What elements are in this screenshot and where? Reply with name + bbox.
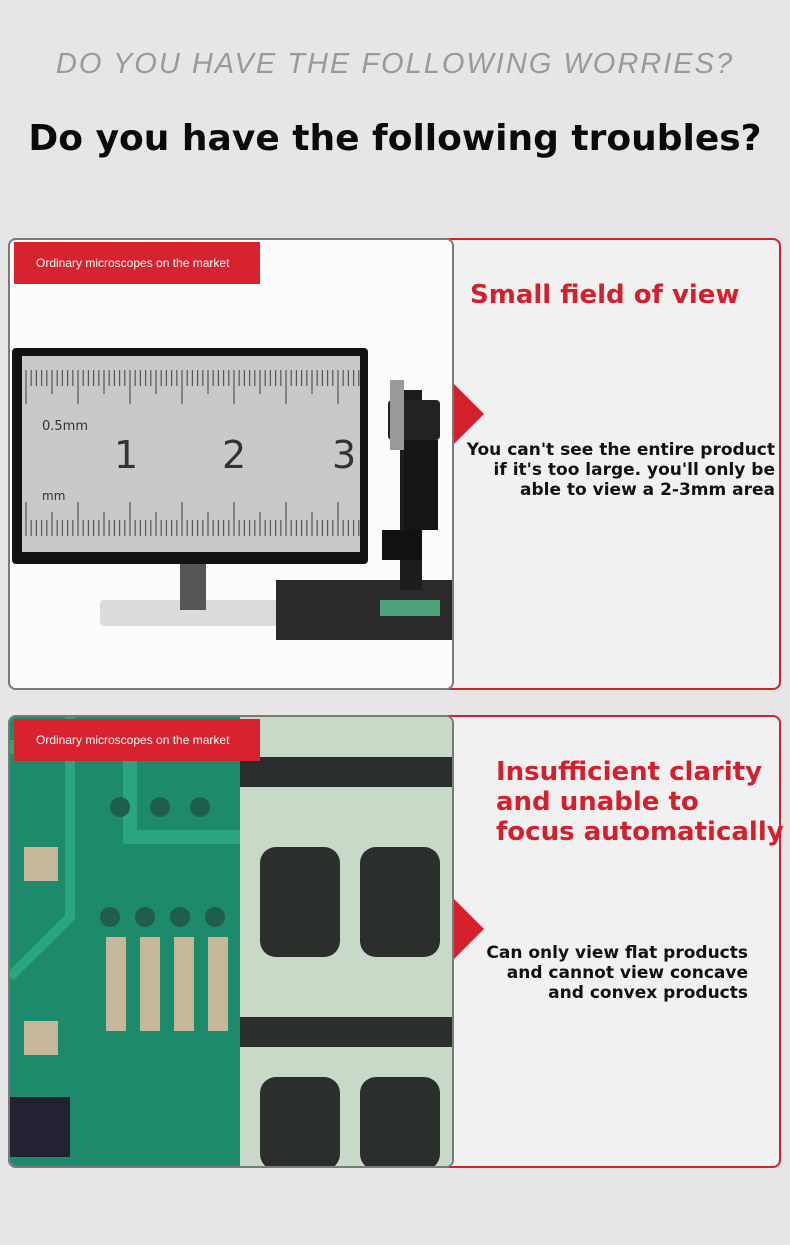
ruler-number-3: 3 [332, 433, 356, 477]
market-tag: Ordinary microscopes on the market [14, 242, 260, 284]
page-title: Do you have the following troubles? [28, 118, 762, 159]
ruler-number-2: 2 [222, 433, 246, 477]
card-heading: Small field of view [470, 280, 740, 310]
market-tag: Ordinary microscopes on the market [14, 719, 260, 761]
problem-card-field-of-view: 0.5mm 1 2 3 mm Ordinary microscopes on t… [8, 238, 781, 690]
pcb-illustration [10, 717, 452, 1166]
monitor-ruler-image: 0.5mm 1 2 3 mm Ordinary microscopes on t… [8, 238, 454, 690]
arrow-icon [454, 384, 484, 444]
problem-card-clarity: Ordinary microscopes on the market Insuf… [8, 715, 784, 1168]
card-description: You can't see the entire product if it's… [466, 440, 775, 500]
card-description: Can only view flat products and cannot v… [486, 943, 748, 1003]
ruler-mm-label: mm [42, 489, 65, 503]
pcb-comparison-image: Ordinary microscopes on the market [8, 715, 454, 1168]
card-heading: Insufficient clarity and unable to focus… [496, 757, 784, 847]
subtitle: DO YOU HAVE THE FOLLOWING WORRIES? [55, 48, 735, 80]
ruler-number-1: 1 [114, 433, 138, 477]
arrow-icon [454, 899, 484, 959]
monitor-ruler-illustration: 0.5mm 1 2 3 mm [10, 240, 452, 688]
ruler-unit-label: 0.5mm [42, 419, 88, 434]
